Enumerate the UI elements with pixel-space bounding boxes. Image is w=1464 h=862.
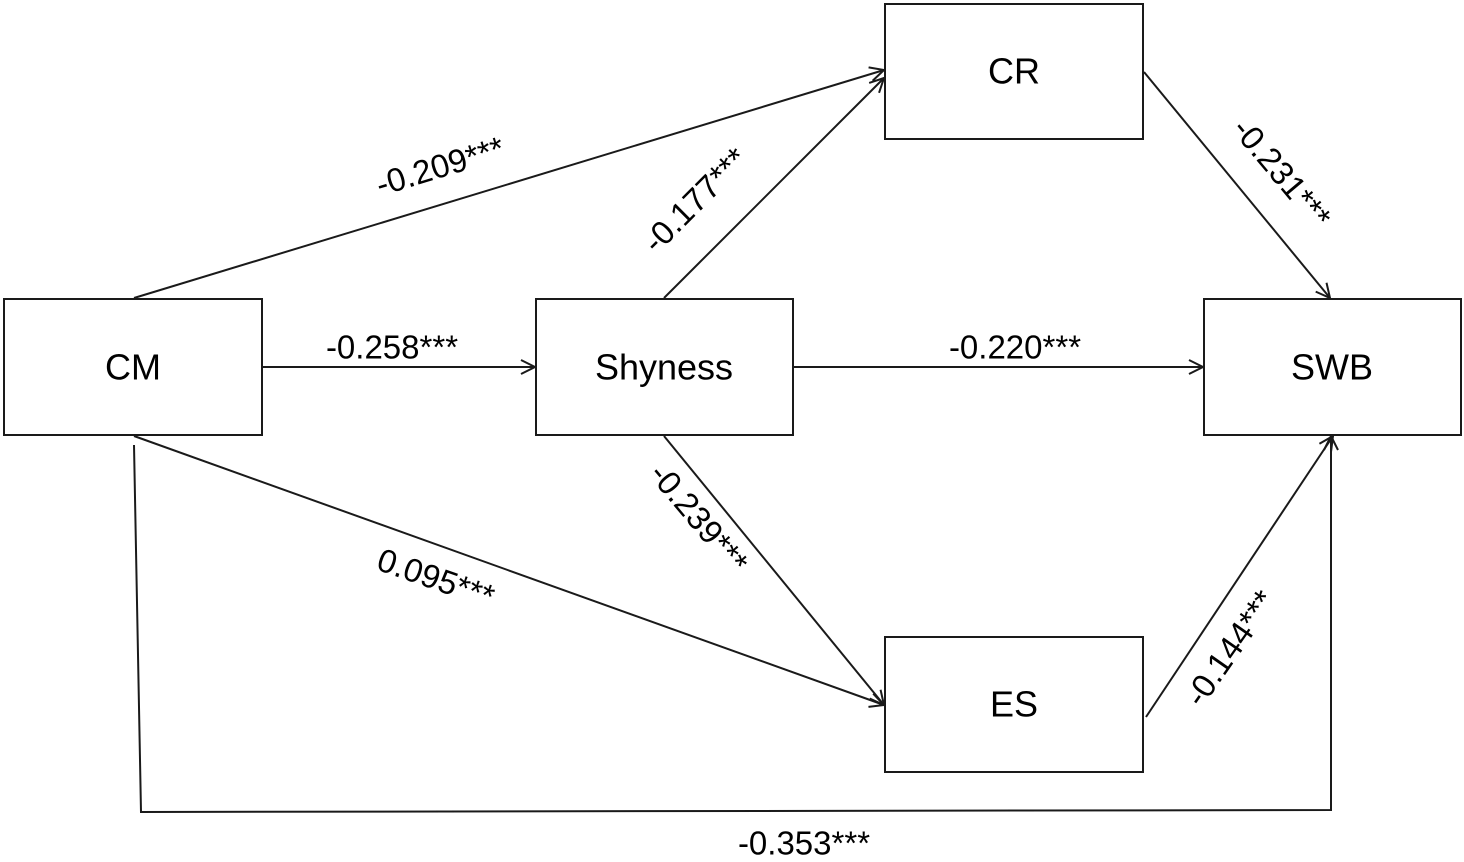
node-cm: CM — [3, 298, 263, 436]
node-cr: CR — [884, 3, 1144, 140]
edge-cm-to-es — [133, 435, 884, 705]
edge-cr-to-swb — [1143, 71, 1330, 298]
node-shyness: Shyness — [535, 298, 794, 436]
node-es: ES — [884, 636, 1144, 773]
label-cr-swb: -0.231*** — [1225, 111, 1338, 236]
node-cr-label: CR — [988, 51, 1040, 92]
node-shyness-label: Shyness — [595, 347, 733, 388]
label-shyness-swb: -0.220*** — [949, 329, 1081, 366]
label-shyness-es: -0.239*** — [642, 456, 755, 581]
label-cm-es: 0.095*** — [373, 541, 500, 615]
edge-cm-to-swb — [133, 436, 1331, 814]
label-shyness-cr: -0.177*** — [635, 140, 755, 260]
label-cm-shyness: -0.258*** — [326, 329, 458, 366]
label-cm-cr: -0.209*** — [371, 129, 508, 203]
node-swb: SWB — [1203, 298, 1462, 436]
label-cm-swb: -0.353*** — [738, 825, 870, 862]
node-swb-label: SWB — [1291, 347, 1373, 388]
edge-shyness-to-es — [663, 435, 884, 705]
node-cm-label: CM — [105, 347, 161, 388]
edge-cm-to-cr — [133, 70, 884, 299]
edge-es-to-swb — [1145, 436, 1333, 718]
edge-shyness-to-cr — [663, 78, 884, 299]
node-es-label: ES — [990, 684, 1038, 725]
